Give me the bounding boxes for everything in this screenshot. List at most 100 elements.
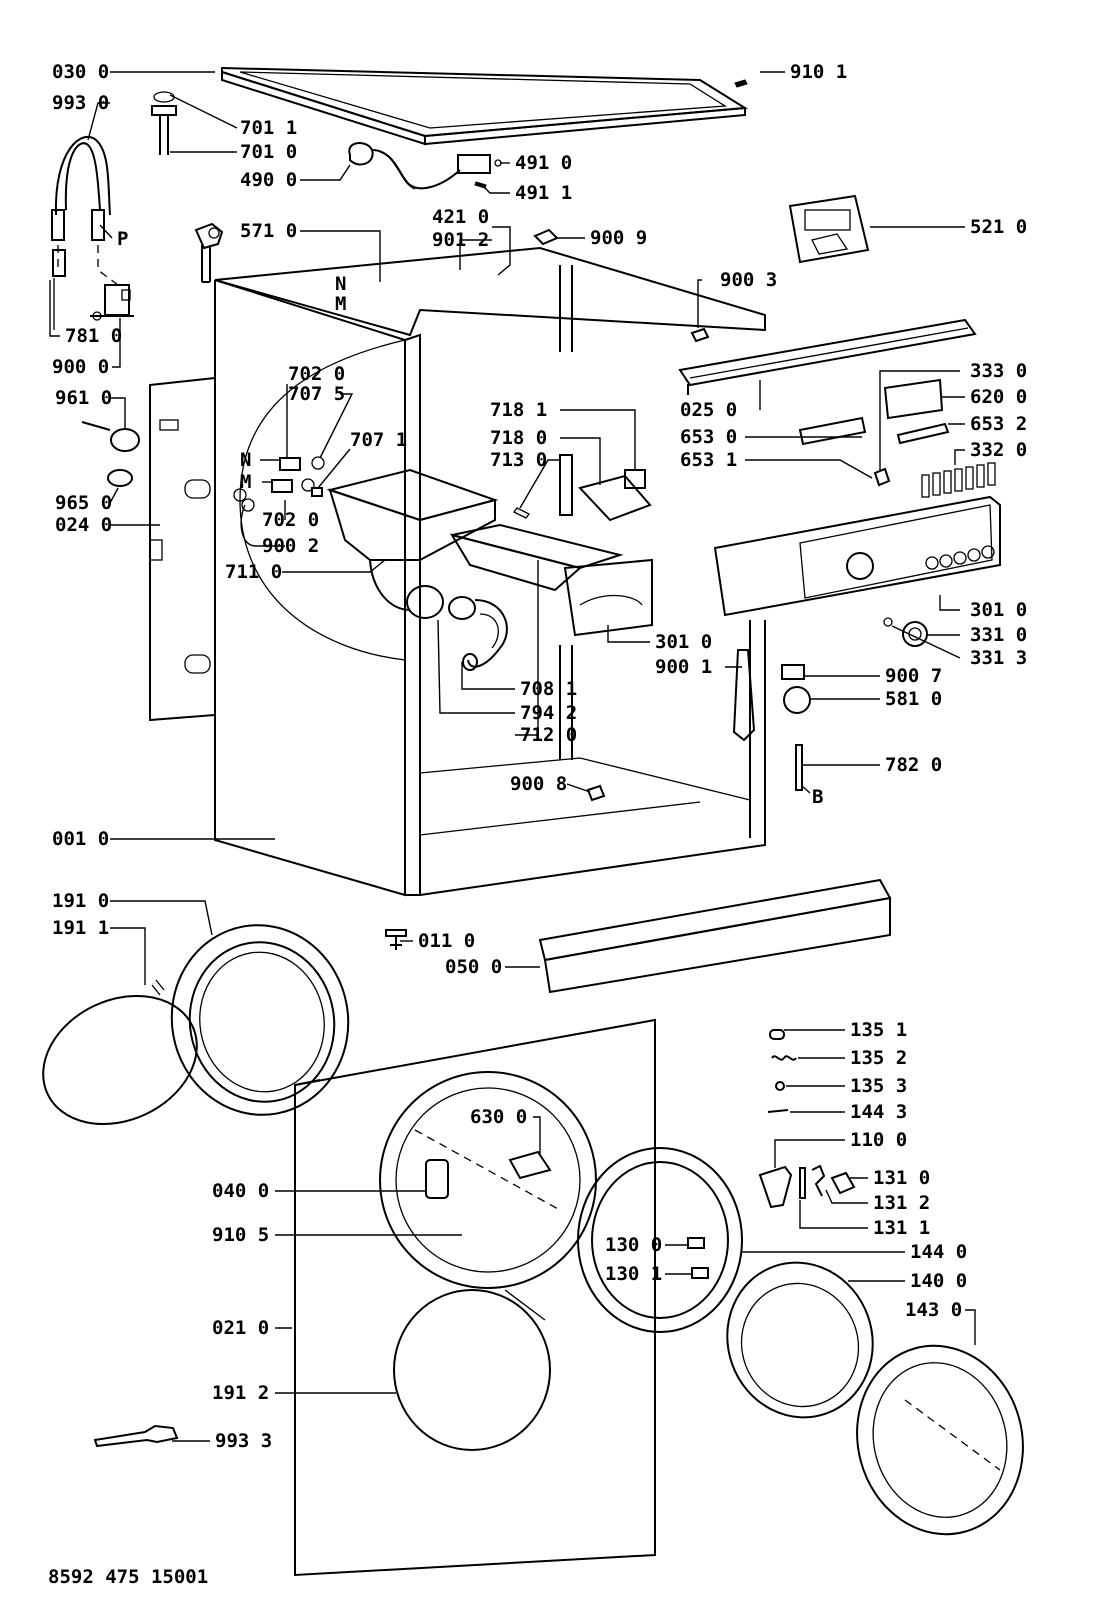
callout-m-upper: M xyxy=(335,293,346,315)
callout-491-1: 491 1 xyxy=(515,182,572,204)
gasket-ring-part xyxy=(393,1289,551,1451)
callout-900-7: 900 7 xyxy=(885,665,942,687)
callout-110-0: 110 0 xyxy=(850,1129,907,1151)
callout-144-3: 144 3 xyxy=(850,1101,907,1123)
callout-581-0: 581 0 xyxy=(885,688,942,710)
callout-900-3: 900 3 xyxy=(720,269,777,291)
hose-holder-part xyxy=(81,421,140,487)
callout-131-2: 131 2 xyxy=(873,1192,930,1214)
mains-filter-part xyxy=(457,154,502,189)
callout-331-3: 331 3 xyxy=(970,647,1027,669)
door-lock-part xyxy=(508,1150,552,1180)
callout-130-1: 130 1 xyxy=(605,1263,662,1285)
callout-718-0: 718 0 xyxy=(490,427,547,449)
callout-332-0: 332 0 xyxy=(970,439,1027,461)
service-tool-part xyxy=(93,1424,179,1448)
control-board-part xyxy=(788,194,870,264)
callout-702-0-lower: 702 0 xyxy=(262,509,319,531)
inlet-hose-part xyxy=(51,135,119,330)
callout-711-0: 711 0 xyxy=(225,561,282,583)
door-glass-part xyxy=(726,1261,874,1419)
callout-301-0-right: 301 0 xyxy=(970,599,1027,621)
callout-030-0: 030 0 xyxy=(52,61,109,83)
solenoid-valve-part xyxy=(194,222,224,283)
pressure-valve-part xyxy=(90,284,134,321)
drawing-number: 8592 475 15001 xyxy=(48,1566,208,1588)
callout-140-0: 140 0 xyxy=(910,1270,967,1292)
callout-571-0: 571 0 xyxy=(240,220,297,242)
coupling-parts xyxy=(233,456,325,512)
callout-961-0: 961 0 xyxy=(55,387,112,409)
callout-718-1: 718 1 xyxy=(490,399,547,421)
back-panel-part xyxy=(149,376,216,722)
door-gasket-part xyxy=(42,924,350,1126)
callout-491-0: 491 0 xyxy=(515,152,572,174)
callout-900-9: 900 9 xyxy=(590,227,647,249)
callout-993-3: 993 3 xyxy=(215,1430,272,1452)
callout-024-0: 024 0 xyxy=(55,514,112,536)
pressure-switch-part xyxy=(781,664,811,714)
power-cable-part xyxy=(348,142,461,190)
selector-knob-part xyxy=(883,617,928,647)
front-panel-part xyxy=(294,1018,656,1577)
callout-900-0: 900 0 xyxy=(52,356,109,378)
callout-900-2: 900 2 xyxy=(262,535,319,557)
callout-m-lower: M xyxy=(240,471,251,493)
callout-708-1: 708 1 xyxy=(520,678,577,700)
callout-040-0: 040 0 xyxy=(212,1180,269,1202)
callout-701-1: 701 1 xyxy=(240,117,297,139)
callout-901-2: 901 2 xyxy=(432,229,489,251)
callout-011-0: 011 0 xyxy=(418,930,475,952)
bellows-hose-part xyxy=(448,596,508,671)
callout-b: B xyxy=(812,786,823,808)
parts-drawing xyxy=(42,66,1024,1577)
rod-part xyxy=(795,744,803,791)
bottom-bracket-part xyxy=(586,784,606,802)
callout-131-0: 131 0 xyxy=(873,1167,930,1189)
callout-331-0: 331 0 xyxy=(970,624,1027,646)
callout-653-2: 653 2 xyxy=(970,413,1027,435)
callout-333-0: 333 0 xyxy=(970,360,1027,382)
callout-n-lower: N xyxy=(240,449,251,471)
dispenser-drawer-part xyxy=(449,523,653,637)
adjustable-foot-part xyxy=(385,929,407,950)
small-fasteners-parts xyxy=(767,1029,797,1113)
callout-521-0: 521 0 xyxy=(970,216,1027,238)
callout-713-0: 713 0 xyxy=(490,449,547,471)
callout-191-0: 191 0 xyxy=(52,890,109,912)
callout-653-0: 653 0 xyxy=(680,426,737,448)
callout-900-1: 900 1 xyxy=(655,656,712,678)
plinth-part xyxy=(538,878,892,994)
callout-910-5: 910 5 xyxy=(212,1224,269,1246)
callout-191-1: 191 1 xyxy=(52,917,109,939)
callout-131-1: 131 1 xyxy=(873,1217,930,1239)
callout-050-0: 050 0 xyxy=(445,956,502,978)
callout-135-1: 135 1 xyxy=(850,1019,907,1041)
callout-620-0: 620 0 xyxy=(970,386,1027,408)
callout-701-0: 701 0 xyxy=(240,141,297,163)
detergent-housing-part xyxy=(326,468,499,619)
electronic-module-parts xyxy=(798,378,996,498)
callout-965-0: 965 0 xyxy=(55,492,112,514)
callout-p: P xyxy=(117,228,128,250)
callout-191-2: 191 2 xyxy=(212,1382,269,1404)
callout-130-0: 130 0 xyxy=(605,1234,662,1256)
door-frame-part xyxy=(577,1147,743,1333)
top-cover-part xyxy=(221,66,749,146)
callout-135-3: 135 3 xyxy=(850,1075,907,1097)
leader-lines xyxy=(49,71,976,1442)
callout-712-0: 712 0 xyxy=(520,724,577,746)
callout-421-0: 421 0 xyxy=(432,206,489,228)
screw-part xyxy=(734,79,748,88)
callout-653-1: 653 1 xyxy=(680,449,737,471)
callout-910-1: 910 1 xyxy=(790,61,847,83)
clip-part xyxy=(533,228,559,246)
callout-993-0: 993 0 xyxy=(52,92,109,114)
hinge-part xyxy=(425,1159,449,1199)
callout-781-0: 781 0 xyxy=(65,325,122,347)
callout-794-2: 794 2 xyxy=(520,702,577,724)
callout-707-1: 707 1 xyxy=(350,429,407,451)
knob-rod-part xyxy=(151,91,177,155)
panel-rail-part xyxy=(678,318,977,395)
